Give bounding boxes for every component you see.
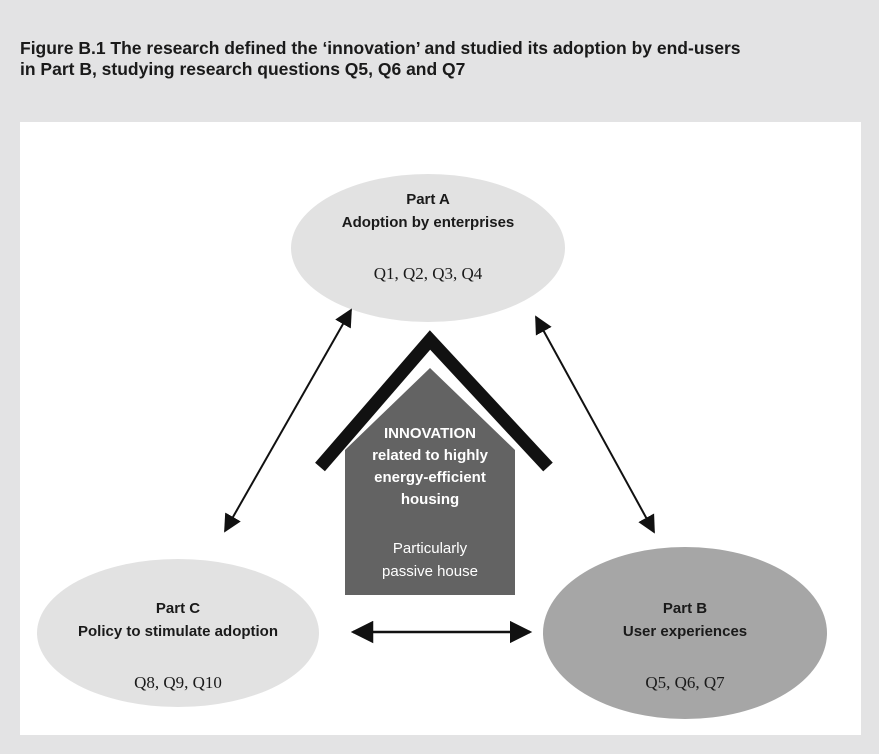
- arrow-part-a-part-b: [535, 315, 655, 534]
- innovation-line-1: INNOVATION: [384, 425, 476, 442]
- part-b-subtitle: User experiences: [623, 623, 747, 640]
- part-c-questions: Q8, Q9, Q10: [134, 673, 222, 692]
- part-c-node: Part C Policy to stimulate adoption Q8, …: [37, 559, 319, 707]
- caption-line-2: in Part B, studying research questions Q…: [20, 59, 466, 79]
- innovation-house: INNOVATION related to highly energy-effi…: [315, 330, 553, 595]
- innovation-line-4: housing: [401, 491, 459, 508]
- part-a-ellipse: [291, 174, 565, 322]
- caption-line-1: Figure B.1 The research defined the ‘inn…: [20, 38, 741, 58]
- part-c-ellipse: [37, 559, 319, 707]
- part-a-node: Part A Adoption by enterprises Q1, Q2, Q…: [291, 174, 565, 322]
- part-b-ellipse: [543, 547, 827, 719]
- part-b-node: Part B User experiences Q5, Q6, Q7: [543, 547, 827, 719]
- part-a-questions: Q1, Q2, Q3, Q4: [374, 264, 483, 283]
- innovation-line-3: energy-efficient: [374, 469, 486, 486]
- diagram-panel: Part A Adoption by enterprises Q1, Q2, Q…: [20, 122, 861, 735]
- innovation-line-6: passive house: [382, 563, 478, 580]
- part-c-subtitle: Policy to stimulate adoption: [78, 623, 278, 640]
- part-b-questions: Q5, Q6, Q7: [645, 673, 725, 692]
- innovation-line-5: Particularly: [393, 540, 468, 557]
- house-roof: [315, 330, 553, 472]
- house-body: [345, 368, 515, 595]
- innovation-line-2: related to highly: [372, 447, 489, 464]
- part-a-subtitle: Adoption by enterprises: [342, 214, 515, 231]
- arrow-part-a-part-c: [224, 308, 352, 533]
- part-b-title: Part B: [663, 600, 707, 617]
- part-a-title: Part A: [406, 191, 450, 208]
- part-c-title: Part C: [156, 600, 200, 617]
- research-diagram: Part A Adoption by enterprises Q1, Q2, Q…: [37, 174, 827, 719]
- figure-caption: Figure B.1 The research defined the ‘inn…: [20, 38, 860, 80]
